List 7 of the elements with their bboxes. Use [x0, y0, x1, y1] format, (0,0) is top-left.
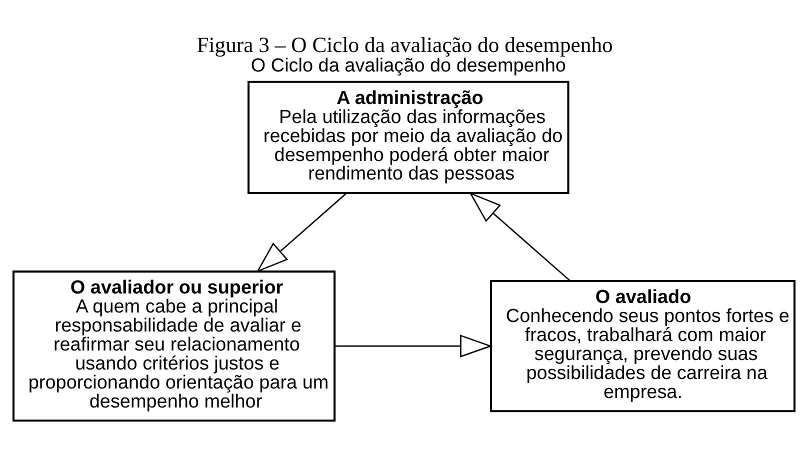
arrow — [334, 334, 493, 357]
node-box: O avaliador ou superior A quem cabe a principal responsabilidade de avaliar e reafirmar seu relacionamento usando critérios justos e proporcionando orientação para um desempenho melhor — [12, 270, 336, 422]
node-box: O avaliado Conhecendo seus pontos fortes e fracos, trabalhará com maior segurança, prevendo suas possibilidades de carreira na empresa. — [490, 280, 796, 412]
arrow — [469, 192, 570, 281]
node-box: A administração Pela utilização das informações recebidas por meio da avaliação do desempenho poderá obter maior rendimento das pessoas — [248, 80, 570, 194]
caption: Figura 3 – O Ciclo da avaliação do desempenho — [196, 32, 613, 56]
arrow — [256, 192, 347, 272]
